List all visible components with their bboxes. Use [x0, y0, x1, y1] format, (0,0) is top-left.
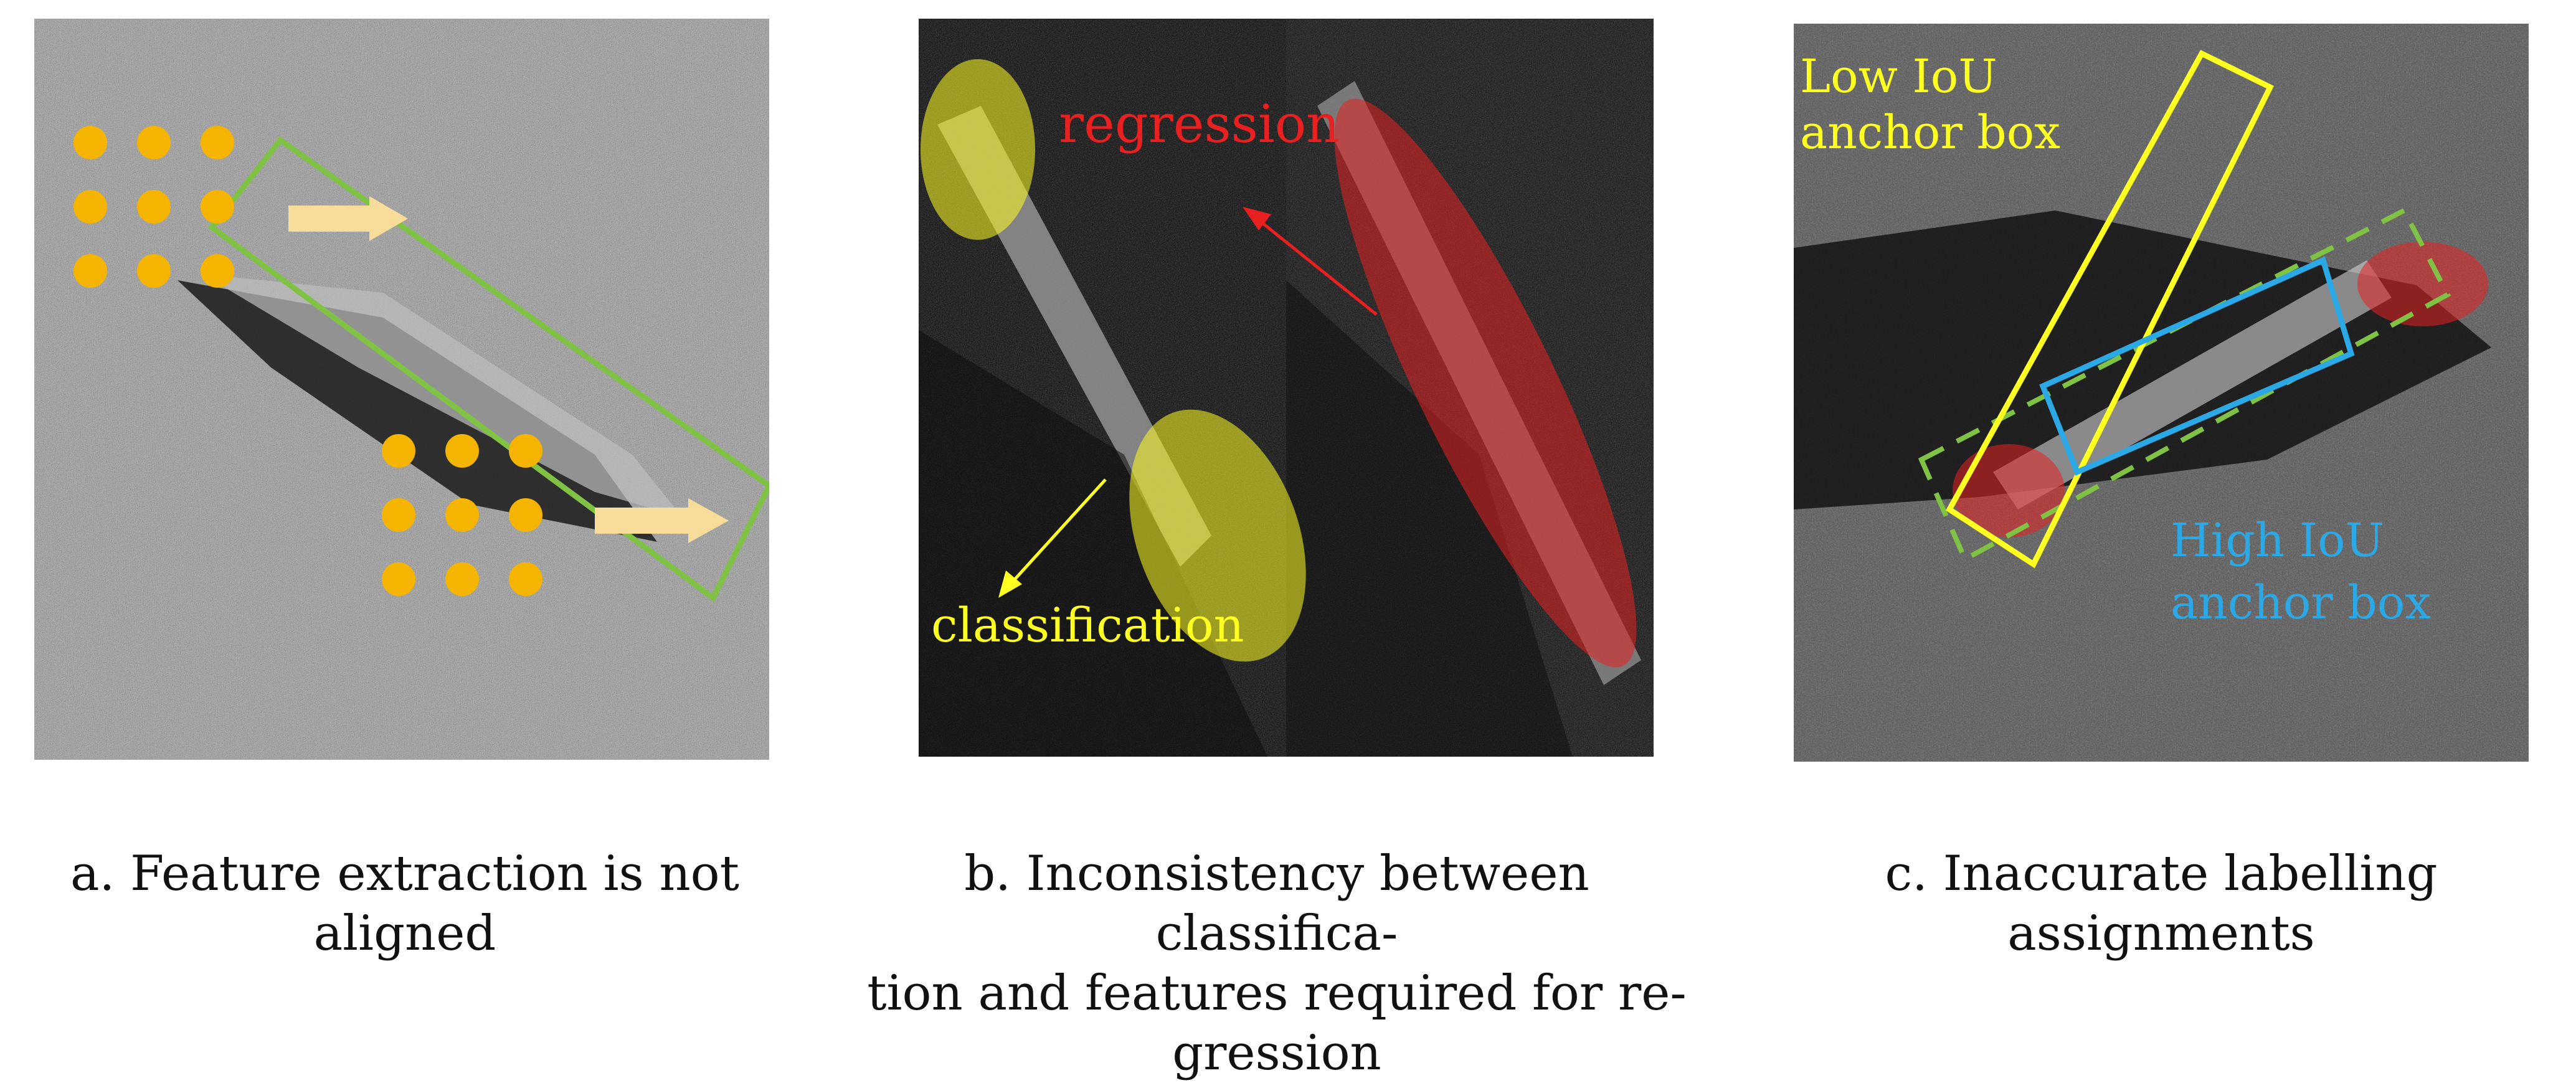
panel-b-figure: regression classification [919, 19, 1654, 757]
high-iou-anchor-box [2039, 256, 2355, 476]
sampling-point [509, 498, 542, 532]
high-iou-label-line2: anchor box [2171, 576, 2431, 630]
target-end-region [2357, 242, 2488, 326]
low-iou-label-line1: Low IoU [1800, 50, 1997, 103]
sampling-point [201, 126, 234, 159]
panel-a-image [34, 19, 769, 760]
sampling-point [73, 126, 107, 159]
panel-c-image: Low IoU anchor box High IoU anchor box [1794, 24, 2529, 762]
panel-c-figure: Low IoU anchor box High IoU anchor box [1794, 24, 2529, 762]
right-shadow [1286, 280, 1573, 757]
left-shadow [919, 330, 1267, 757]
caption-b-line1: b. Inconsistency between classifica- [964, 846, 1589, 962]
panel-a-figure [34, 19, 769, 760]
sampling-point [201, 254, 234, 288]
regression-label: regression [1059, 93, 1340, 154]
sampling-point [382, 434, 415, 468]
regression-arrow-icon [1243, 207, 1378, 316]
rotated-bbox [207, 136, 769, 602]
sampling-point [445, 498, 479, 532]
sampling-point [201, 190, 234, 224]
sampling-point [445, 562, 479, 596]
panel-b-image: regression classification [919, 19, 1654, 757]
caption-b-line2: tion and features required for re- [867, 965, 1687, 1021]
sampling-point [73, 190, 107, 224]
sampling-point [382, 562, 415, 596]
target-end-region [1953, 444, 2065, 537]
sampling-point [382, 498, 415, 532]
classification-arrow-icon [998, 478, 1107, 598]
low-iou-anchor-box [1946, 50, 2275, 569]
caption-b: b. Inconsistency between classifica- tio… [850, 844, 1703, 1083]
sampling-point [73, 254, 107, 288]
sampling-point [137, 254, 171, 288]
sampling-point [509, 434, 542, 468]
low-iou-label-line2: anchor box [1800, 106, 2060, 159]
high-iou-label-line1: High IoU [2171, 514, 2384, 567]
regression-region [1334, 98, 1637, 668]
offset-arrow-icon [288, 196, 408, 241]
target-shadow [178, 280, 657, 542]
classification-region [921, 59, 1035, 240]
offset-arrow-icon [595, 498, 729, 543]
sampling-point [509, 562, 542, 596]
classification-region [1129, 409, 1306, 662]
sampling-point [137, 190, 171, 224]
caption-b-line3: gression [1172, 1025, 1381, 1081]
caption-c: c. Inaccurate labelling assignments [1885, 846, 2438, 962]
sampling-point [445, 434, 479, 468]
sampling-points-group [73, 126, 542, 596]
classification-label: classification [931, 597, 1244, 653]
sampling-point [137, 126, 171, 159]
caption-a: a. Feature extraction is not aligned [70, 846, 739, 962]
